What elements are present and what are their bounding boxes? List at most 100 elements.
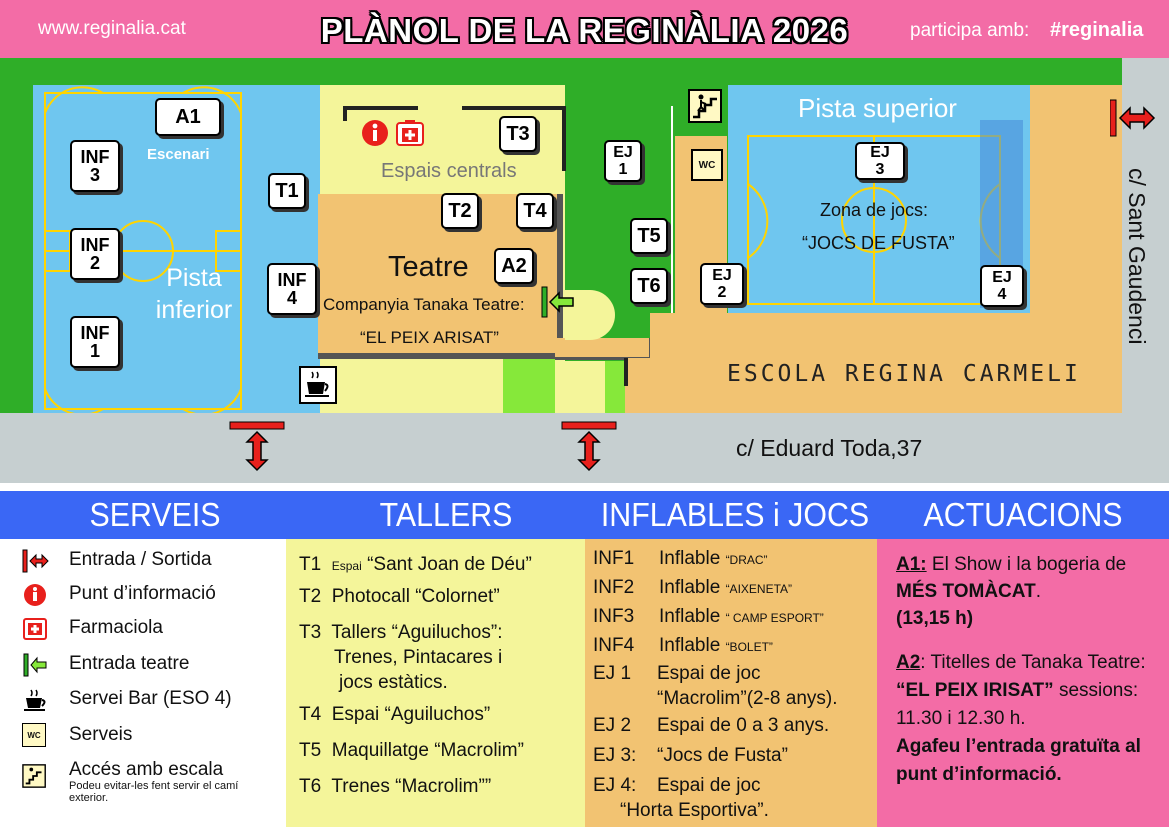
t2-label[interactable]: T2: [441, 193, 479, 229]
jocs-fusta-label: “JOCS DE FUSTA”: [802, 233, 955, 253]
wall: [343, 106, 347, 121]
school-label: ESCOLA REGINA CARMELI: [727, 361, 1081, 387]
stairs-icon[interactable]: [688, 89, 722, 123]
wc-icon: WC: [22, 723, 46, 747]
entrance-exit-icon[interactable]: [560, 420, 618, 478]
teatre-company-label: Companyia Tanaka Teatre:: [323, 295, 525, 314]
a1-label[interactable]: A1: [155, 98, 221, 136]
t4-label[interactable]: T4: [516, 193, 554, 229]
stairs-icon: [22, 764, 46, 788]
entrance-exit-icon[interactable]: [228, 420, 286, 478]
taller-item: T5 Maquillatge “Macrolim”: [299, 740, 524, 761]
inflables-panel: [585, 539, 877, 827]
legend-row: Farmaciola: [22, 616, 282, 642]
legend-label: Punt d’informació: [69, 583, 216, 604]
street-right-label: c/ Sant Gaudenci: [1124, 168, 1150, 345]
legend-row: Servei Bar (ESO 4): [22, 687, 282, 713]
serveis-title: SERVEIS: [89, 496, 221, 533]
t1-label[interactable]: T1: [268, 173, 306, 209]
entrance-exit-icon: [22, 549, 49, 573]
t3-label[interactable]: T3: [499, 116, 537, 152]
entrance-exit-icon[interactable]: [1110, 96, 1160, 140]
zona-jocs-label: Zona de jocs:: [820, 200, 929, 220]
theatre-entrance-icon[interactable]: [541, 284, 577, 320]
info-icon[interactable]: [361, 119, 389, 147]
taller-item: T4 Espai “Aguiluchos”: [299, 704, 491, 725]
taller-item: T2 Photocall “Colornet”: [299, 586, 500, 607]
legend-label: Accés amb escala: [69, 759, 224, 780]
teatre-label: Teatre: [388, 251, 469, 283]
hashtag: #reginalia: [1050, 19, 1144, 41]
coffee-cup-icon: [24, 689, 46, 711]
actuacions-title: ACTUACIONS: [923, 496, 1123, 533]
legend-row: Accés amb escala Podeu evitar-les fent s…: [22, 759, 282, 813]
pista-inferior-lines: [44, 86, 242, 413]
escenari-label: Escenari: [147, 146, 210, 163]
inflables-title: INFLABLES i JOCS: [600, 496, 870, 533]
coffee-cup-icon[interactable]: [299, 366, 337, 404]
t5-label[interactable]: T5: [630, 218, 668, 254]
map: Escenari Pista inferior Espais centrals …: [0, 58, 1169, 483]
a2-label[interactable]: A2: [494, 248, 534, 284]
header-bar: [0, 0, 1169, 58]
participate-label: participa amb:: [910, 20, 1030, 41]
serveis-panel: [0, 491, 286, 827]
headers-band: [0, 491, 1169, 539]
wc-icon[interactable]: WC: [691, 149, 723, 181]
actuacio-a1: A1: El Show i la bogeria de MÉS TOMÀCAT.…: [896, 554, 1127, 629]
right-orange-block: [1030, 85, 1122, 313]
tallers-title: TALLERS: [379, 496, 513, 533]
wall: [562, 106, 566, 171]
inflable-item: EJ 4:Espai de joc “Horta Esportiva”.: [593, 775, 769, 821]
street-bottom-label: c/ Eduard Toda,37: [736, 435, 923, 461]
teatre-show-label: “EL PEIX ARISAT”: [360, 328, 499, 347]
pista-inferior-label: Pista inferior: [155, 264, 233, 324]
pista-superior-court: [728, 85, 1030, 313]
website-link[interactable]: www.reginalia.cat: [38, 18, 186, 39]
stairs-note: Podeu evitar-les fent servir el camí ext…: [69, 780, 239, 804]
actuacio-a2: A2: Titelles de Tanaka Teatre: “EL PEIX …: [896, 652, 1146, 785]
taller-item: T3 Tallers “Aguiluchos”: Trenes, Pintaca…: [299, 622, 503, 693]
first-aid-icon[interactable]: [396, 119, 424, 147]
pista-superior-label: Pista superior: [798, 93, 957, 123]
legend-label: Serveis: [69, 724, 133, 745]
taller-item: T6 Trenes “Macrolim””: [299, 776, 492, 797]
wall: [462, 106, 562, 110]
legend-label: Farmaciola: [69, 617, 163, 638]
legend-row: Punt d’informació: [22, 582, 282, 608]
legend-row: Entrada / Sortida: [22, 548, 282, 574]
info-icon: [24, 584, 46, 606]
path-area-2: [555, 358, 605, 413]
espais-centrals-label: Espais centrals: [381, 160, 517, 182]
wall: [624, 358, 628, 386]
legend-label: Servei Bar (ESO 4): [69, 688, 232, 709]
legend-label: Entrada / Sortida: [69, 549, 212, 570]
wall: [343, 106, 418, 110]
divider: [0, 483, 1169, 491]
legend-row: Entrada teatre: [22, 652, 282, 678]
actuacions-panel: [877, 539, 1169, 827]
first-aid-icon: [23, 618, 47, 640]
page-title: PLÀNOL DE LA REGINÀLIA 2026: [320, 12, 849, 49]
inflable-item: EJ 3:“Jocs de Fusta”: [593, 745, 788, 766]
school-corridor: [625, 358, 655, 413]
t6-label[interactable]: T6: [630, 268, 668, 304]
taller-item: T1 Espai “Sant Joan de Déu”: [299, 554, 532, 575]
teatre-extension: [555, 338, 652, 360]
legend-label: Entrada teatre: [69, 653, 190, 674]
tallers-panel: [286, 539, 585, 827]
